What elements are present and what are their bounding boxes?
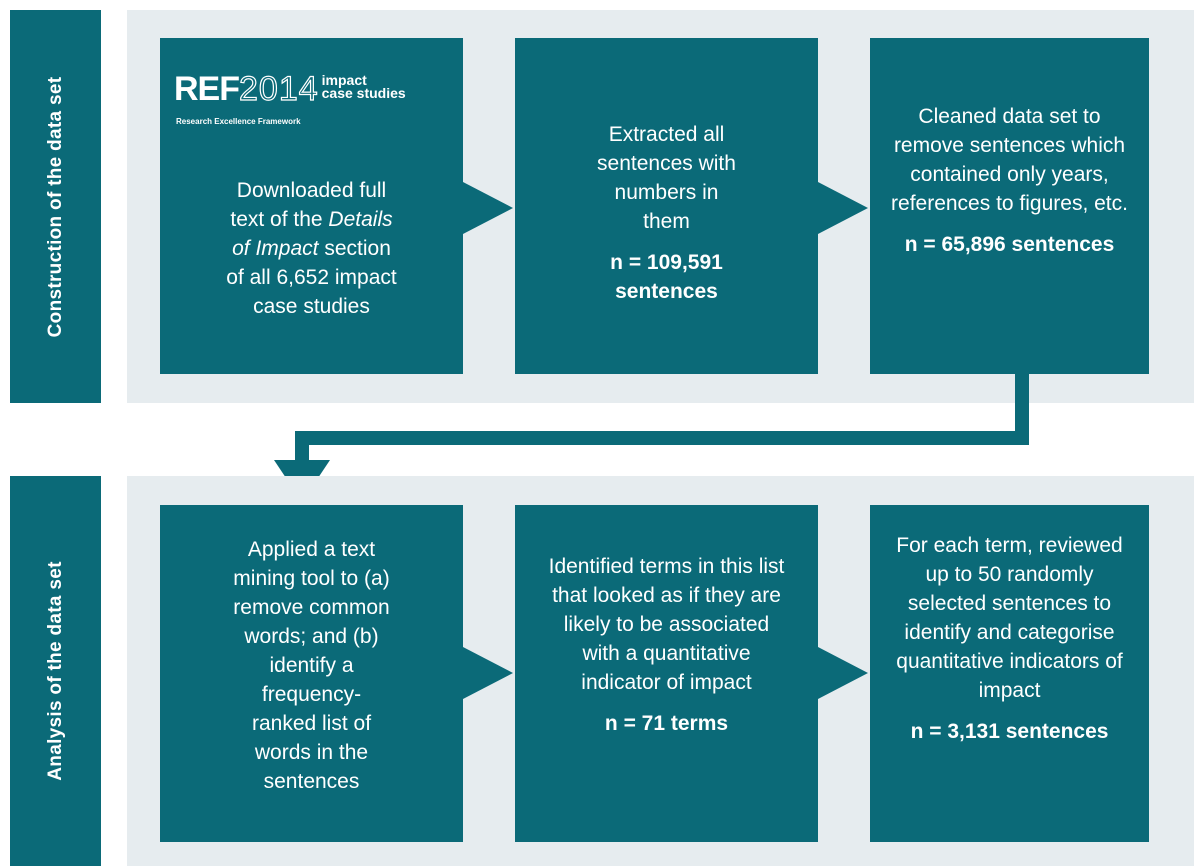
step-download-line2: text of the Details — [160, 205, 463, 234]
logo-tag-line2: case studies — [321, 85, 406, 101]
step-identify-count: n = 71 terms — [604, 712, 729, 735]
step-download-line2-a: text of the — [230, 208, 329, 231]
step-extract-box: Extracted all sentences with numbers in … — [515, 38, 818, 374]
connector-line — [295, 372, 1029, 462]
logo-subtitle: Research Excellence Framework — [176, 117, 301, 126]
step-download-italic2: of Impact — [232, 237, 319, 260]
step-identify-box: Identified terms in this list that looke… — [515, 505, 818, 842]
arrow-step1-to-step2 — [463, 182, 513, 234]
step-review-count: n = 3,131 sentences — [910, 720, 1109, 743]
arrow-step5-to-step6 — [818, 647, 868, 699]
section-label-analysis: Analysis of the data set — [10, 476, 101, 866]
step-download-line3-b: section — [318, 237, 391, 260]
step-download-line3: of Impact section — [160, 234, 463, 263]
step-extract-count: n = 109,591 sentences — [610, 251, 723, 303]
step-identify-text: Identified terms in this list that looke… — [548, 555, 785, 694]
arrow-step4-to-step5 — [463, 647, 513, 699]
logo-tag-line1: impact — [321, 72, 367, 88]
arrow-step2-to-step3 — [818, 182, 868, 234]
step-download-line4: of all 6,652 impact — [226, 266, 397, 289]
step-clean-box: Cleaned data set to remove sentences whi… — [870, 38, 1149, 374]
logo-ref: REF — [174, 70, 240, 108]
step-download-line5: case studies — [253, 295, 370, 318]
step-download-italic1: Details — [328, 208, 393, 231]
step-review-box: For each term, reviewed up to 50 randoml… — [870, 505, 1149, 842]
step-review-text: For each term, reviewed up to 50 randoml… — [896, 534, 1123, 702]
step-download-line1: Downloaded full — [236, 179, 387, 202]
step-textmining-box: Applied a text mining tool to (a) remove… — [160, 505, 463, 842]
section-label-analysis-text: Analysis of the data set — [44, 561, 66, 781]
step-extract-text: Extracted all sentences with numbers in … — [597, 123, 736, 233]
section-label-construction: Construction of the data set — [10, 10, 101, 403]
step-download-text: Downloaded full text of the Details of I… — [160, 176, 463, 321]
step-clean-text: Cleaned data set to remove sentences whi… — [891, 105, 1128, 215]
step-clean-count: n = 65,896 sentences — [904, 233, 1115, 256]
step-textmining-text: Applied a text mining tool to (a) remove… — [233, 538, 390, 793]
logo-year: 2014 — [238, 70, 319, 108]
